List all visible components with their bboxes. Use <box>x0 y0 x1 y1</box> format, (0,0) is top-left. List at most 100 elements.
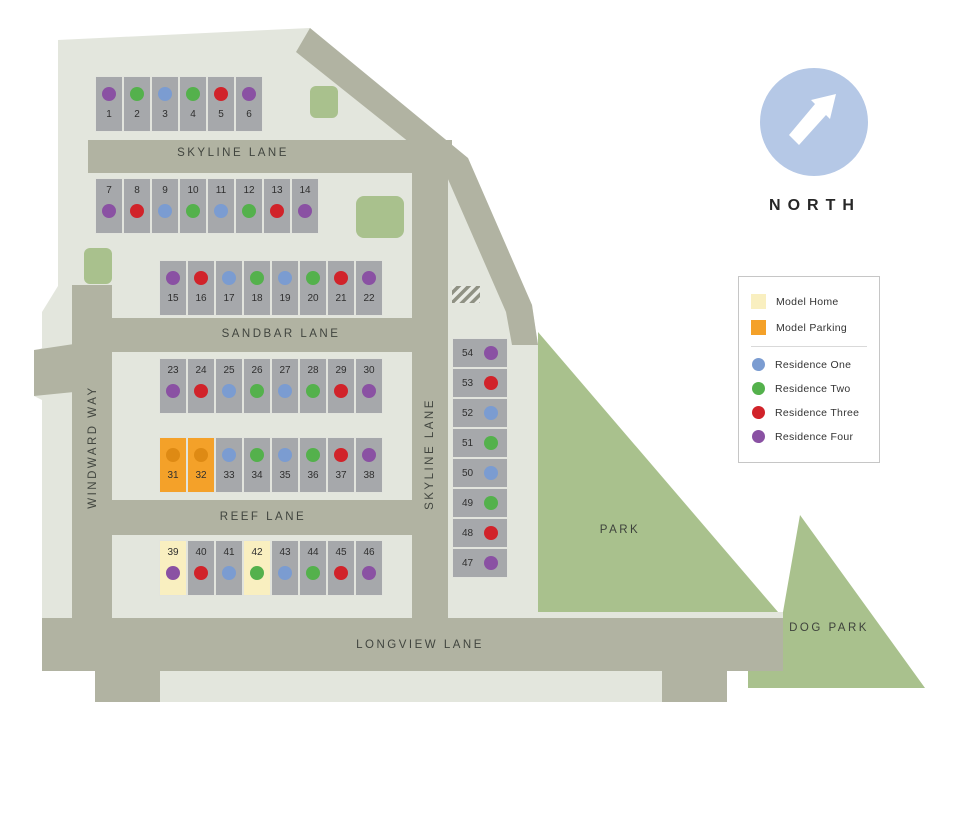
lot-45: 45 <box>327 540 355 596</box>
residence-dot <box>222 566 236 580</box>
park-label: PARK <box>599 524 641 536</box>
lot-number: 43 <box>279 547 291 558</box>
residence-dot <box>250 566 264 580</box>
legend-swatch <box>752 430 765 443</box>
lot-number: 34 <box>251 470 263 481</box>
lot-43: 43 <box>271 540 299 596</box>
residence-dot <box>242 204 256 218</box>
lot-17: 17 <box>215 260 243 316</box>
lot-12: 12 <box>235 178 263 234</box>
park-area <box>538 332 778 612</box>
lot-10: 10 <box>179 178 207 234</box>
residence-dot <box>130 87 144 101</box>
lot-16: 16 <box>187 260 215 316</box>
lot-number: 18 <box>251 293 263 304</box>
street-label-sandbar: SANDBAR LANE <box>221 328 341 340</box>
lot-number: 17 <box>223 293 235 304</box>
residence-dot <box>484 406 498 420</box>
residence-dot <box>250 448 264 462</box>
lot-number: 42 <box>251 547 263 558</box>
legend-item: Residence Two <box>751 382 867 395</box>
lot-number: 13 <box>271 185 283 196</box>
lot-number: 10 <box>187 185 199 196</box>
lot-23: 23 <box>159 358 187 414</box>
lot-number: 3 <box>162 109 168 120</box>
residence-dot <box>250 271 264 285</box>
lot-3: 3 <box>151 76 179 132</box>
lot-1: 1 <box>95 76 123 132</box>
lot-number: 15 <box>167 293 179 304</box>
street-perimeter-diagonal <box>296 28 538 345</box>
residence-dot <box>306 448 320 462</box>
residence-dot <box>334 566 348 580</box>
residence-dot <box>270 204 284 218</box>
lot-35: 35 <box>271 437 299 493</box>
lot-number: 47 <box>462 557 474 569</box>
lot-number: 48 <box>462 527 474 539</box>
legend-swatch <box>751 294 766 309</box>
residence-dot <box>298 204 312 218</box>
landscape-patch <box>310 86 338 118</box>
lot-number: 16 <box>195 293 207 304</box>
north-arrow-icon <box>789 94 836 145</box>
lot-number: 40 <box>195 547 207 558</box>
north-arrow <box>760 68 868 176</box>
legend-item-label: Residence Four <box>775 430 854 443</box>
lot-52: 52 <box>452 398 508 428</box>
legend-swatch <box>751 320 766 335</box>
dog-park-label: DOG PARK <box>789 622 869 634</box>
residence-dot <box>484 466 498 480</box>
landscape-patch <box>84 248 112 284</box>
legend-divider <box>751 346 867 347</box>
lot-number: 46 <box>363 547 375 558</box>
lot-44: 44 <box>299 540 327 596</box>
lot-24: 24 <box>187 358 215 414</box>
lot-33: 33 <box>215 437 243 493</box>
street-exit-left <box>95 671 160 702</box>
residence-dot <box>194 384 208 398</box>
residence-dot <box>222 271 236 285</box>
lot-34: 34 <box>243 437 271 493</box>
lot-number: 26 <box>251 365 263 376</box>
street-windward <box>72 285 112 671</box>
lot-number: 9 <box>162 185 168 196</box>
residence-dot <box>278 384 292 398</box>
lot-9: 9 <box>151 178 179 234</box>
residence-dot <box>484 436 498 450</box>
residence-dot <box>278 566 292 580</box>
legend-item: Residence Three <box>751 406 867 419</box>
street-longview <box>42 618 783 671</box>
residence-dot <box>278 448 292 462</box>
lot-number: 44 <box>307 547 319 558</box>
residence-dot <box>334 271 348 285</box>
lot-number: 39 <box>167 547 179 558</box>
street-label-skyline-vertical: SKYLINE LANE <box>424 398 436 510</box>
lot-27: 27 <box>271 358 299 414</box>
residence-dot <box>334 448 348 462</box>
crosswalk-hatch <box>452 286 480 303</box>
lot-number: 36 <box>307 470 319 481</box>
lot-46: 46 <box>355 540 383 596</box>
lot-number: 1 <box>106 109 112 120</box>
lot-row-39-46: 39 40 41 42 43 44 45 46 <box>159 540 383 596</box>
street-skyline-horizontal <box>88 140 452 173</box>
lot-number: 23 <box>167 365 179 376</box>
lot-number: 24 <box>195 365 207 376</box>
lot-26: 26 <box>243 358 271 414</box>
lot-11: 11 <box>207 178 235 234</box>
residence-dot <box>166 566 180 580</box>
residence-dot <box>250 384 264 398</box>
lot-20: 20 <box>299 260 327 316</box>
residence-dot <box>102 87 116 101</box>
lot-number: 41 <box>223 547 235 558</box>
residence-dot <box>306 384 320 398</box>
street-west-stub <box>34 344 74 396</box>
lot-48: 48 <box>452 518 508 548</box>
legend-item: Model Parking <box>751 320 867 335</box>
residence-dot <box>484 376 498 390</box>
residence-dot <box>362 384 376 398</box>
lot-number: 53 <box>462 377 474 389</box>
